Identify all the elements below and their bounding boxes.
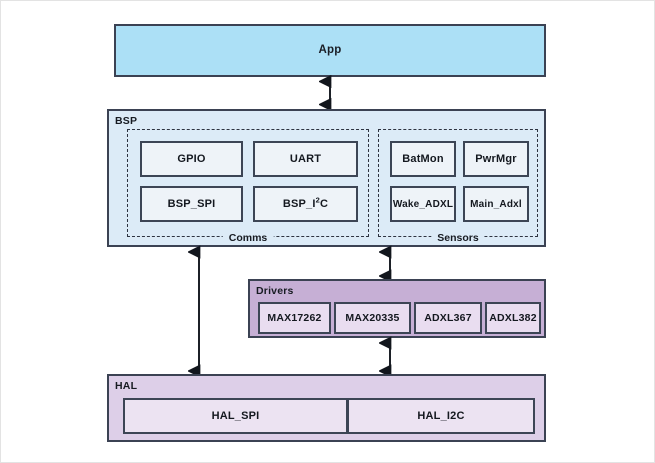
bsp-cell-gpio[interactable]: GPIO bbox=[140, 141, 243, 177]
bsp-cell-batmon[interactable]: BatMon bbox=[390, 141, 456, 177]
drivers-layer-block[interactable]: Drivers MAX17262 MAX20335 ADXL367 ADXL38… bbox=[248, 279, 546, 338]
driver-cell-max20335[interactable]: MAX20335 bbox=[334, 302, 411, 334]
hal-cell-hal-spi-label: HAL_SPI bbox=[211, 410, 260, 422]
bsp-group-sensors: BatMon PwrMgr Wake_ADXL Main_Adxl Sensor… bbox=[378, 129, 538, 244]
bsp-cell-bsp-spi-label: BSP_SPI bbox=[167, 198, 216, 210]
hal-layer-title: HAL bbox=[115, 380, 138, 392]
driver-cell-adxl382-label: ADXL382 bbox=[489, 312, 537, 324]
driver-cell-max20335-label: MAX20335 bbox=[345, 312, 400, 324]
drivers-layer-title: Drivers bbox=[256, 285, 294, 297]
bsp-cell-wake-adxl[interactable]: Wake_ADXL bbox=[390, 186, 456, 222]
bsp-cell-main-adxl[interactable]: Main_Adxl bbox=[463, 186, 529, 222]
bsp-group-sensors-caption: Sensors bbox=[431, 232, 485, 244]
hal-cell-hal-i2c-label: HAL_I2C bbox=[417, 410, 465, 422]
bsp-cell-pwrmgr[interactable]: PwrMgr bbox=[463, 141, 529, 177]
bsp-cell-batmon-label: BatMon bbox=[402, 153, 444, 165]
bsp-layer-title: BSP bbox=[115, 115, 138, 127]
bsp-cell-main-adxl-label: Main_Adxl bbox=[470, 198, 522, 210]
bsp-group-comms-caption: Comms bbox=[222, 232, 274, 244]
bsp-layer-block[interactable]: BSP GPIO UART BSP_SPI BSP_I2C Comms BatM… bbox=[107, 109, 546, 247]
bsp-cell-bsp-i2c[interactable]: BSP_I2C bbox=[253, 186, 358, 222]
connector-bsp-to-drivers-arrow bbox=[379, 245, 392, 283]
bsp-group-comms: GPIO UART BSP_SPI BSP_I2C Comms bbox=[127, 129, 369, 244]
driver-cell-adxl367[interactable]: ADXL367 bbox=[414, 302, 482, 334]
driver-cell-max17262[interactable]: MAX17262 bbox=[258, 302, 331, 334]
driver-cell-adxl367-label: ADXL367 bbox=[424, 312, 472, 324]
app-layer-block[interactable]: App bbox=[114, 24, 546, 77]
bsp-cell-gpio-label: GPIO bbox=[177, 153, 206, 165]
hal-cell-hal-i2c[interactable]: HAL_I2C bbox=[347, 398, 535, 434]
app-layer-label: App bbox=[318, 43, 342, 56]
bsp-cell-bsp-i2c-label-superscript: 2 bbox=[315, 195, 320, 205]
hal-layer-block[interactable]: HAL HAL_SPI HAL_I2C bbox=[107, 374, 546, 442]
bsp-cell-bsp-i2c-label: BSP_I2C bbox=[282, 195, 329, 210]
driver-cell-max17262-label: MAX17262 bbox=[267, 312, 322, 324]
bsp-cell-bsp-i2c-label-suffix: C bbox=[320, 198, 329, 210]
bsp-cell-pwrmgr-label: PwrMgr bbox=[475, 153, 517, 165]
connector-app-to-bsp-arrow bbox=[319, 75, 332, 111]
bsp-cell-uart[interactable]: UART bbox=[253, 141, 358, 177]
hal-cell-hal-spi[interactable]: HAL_SPI bbox=[123, 398, 348, 434]
bsp-cell-bsp-i2c-label-prefix: BSP_I bbox=[282, 198, 316, 210]
connector-drivers-to-hal-arrow bbox=[379, 336, 392, 378]
bsp-cell-wake-adxl-label: Wake_ADXL bbox=[392, 198, 454, 210]
bsp-cell-bsp-spi[interactable]: BSP_SPI bbox=[140, 186, 243, 222]
connector-bsp-to-hal-arrow bbox=[188, 245, 201, 378]
bsp-cell-uart-label: UART bbox=[289, 153, 322, 165]
driver-cell-adxl382[interactable]: ADXL382 bbox=[485, 302, 541, 334]
